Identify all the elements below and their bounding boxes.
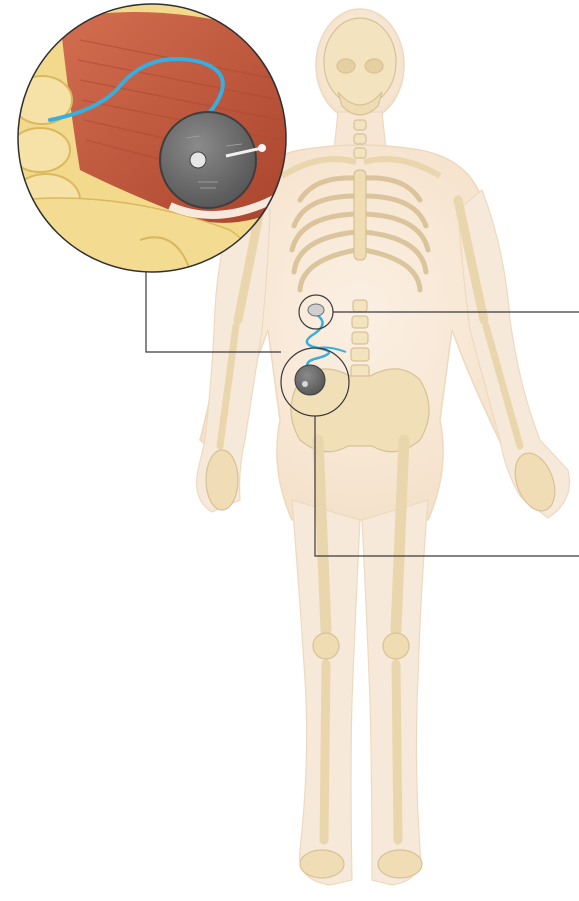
knee-right xyxy=(383,633,409,659)
hand-left xyxy=(206,450,238,510)
tibia-right xyxy=(396,664,398,840)
sternum xyxy=(354,170,366,260)
eye-socket-left xyxy=(337,59,355,73)
tibia-left xyxy=(324,664,326,840)
foot-left xyxy=(300,850,344,878)
inset-pump-connector-tip xyxy=(258,144,266,152)
eye-socket-right xyxy=(365,59,383,73)
knee-left xyxy=(313,633,339,659)
inset-pump-device xyxy=(160,112,256,208)
pump-port xyxy=(302,381,308,387)
catheter-tip xyxy=(308,304,324,316)
implanted-pump-device xyxy=(295,365,325,395)
skull xyxy=(324,18,396,106)
inset-pump-port xyxy=(190,152,206,168)
foot-right xyxy=(378,850,422,878)
